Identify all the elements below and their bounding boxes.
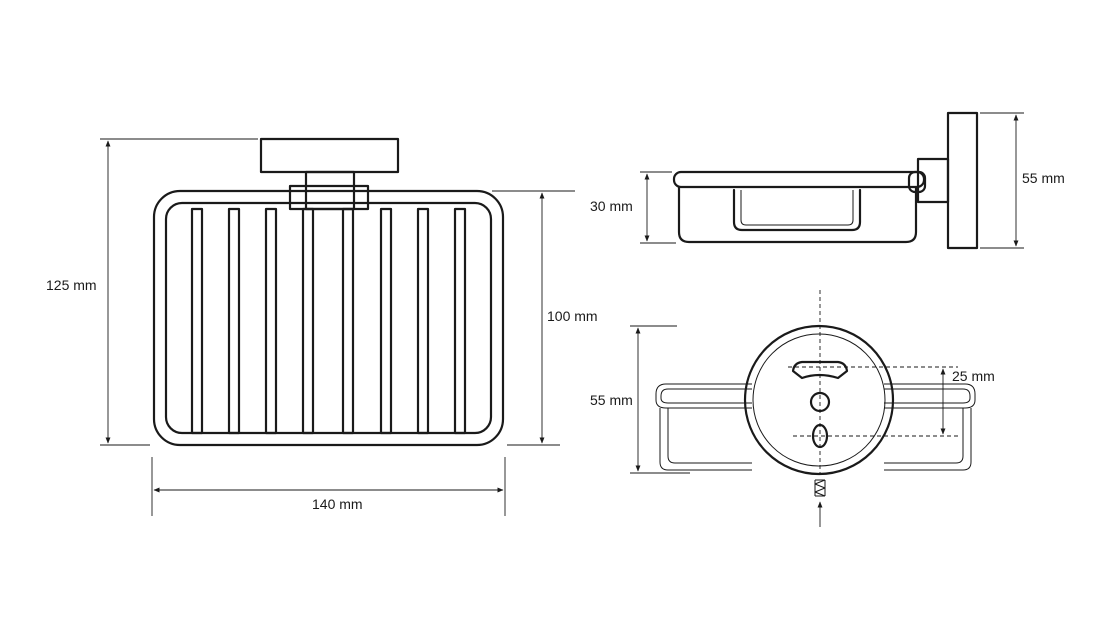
- basket-bar: [379, 207, 393, 435]
- dimension-label: 140 mm: [312, 496, 363, 512]
- dimension-label: 25 mm: [952, 368, 995, 384]
- dimension-label: 55 mm: [590, 392, 633, 408]
- top-basket-frame-right-inner: [884, 408, 964, 464]
- front-connector-outer: [288, 184, 370, 211]
- top-round-plate-outer: [743, 324, 895, 476]
- basket-bar: [190, 207, 204, 435]
- basket-bar: [416, 207, 430, 435]
- top-basket-rail-inner: [660, 388, 752, 404]
- dimension-side-mount-height: 55 mm: [980, 112, 1065, 249]
- dimension-hole-spacing: 25 mm: [940, 368, 995, 435]
- top-basket-rail: [655, 383, 752, 409]
- dimension-label: 125 mm: [46, 277, 97, 293]
- dimension-basket-height: 100 mm: [492, 190, 598, 446]
- top-basket-frame-right: [884, 408, 972, 471]
- basket-bar: [341, 207, 355, 435]
- side-connector: [916, 157, 950, 204]
- basket-bar: [264, 207, 278, 435]
- side-basket-inner: [732, 188, 862, 232]
- dimension-side-basket-height: 30 mm: [590, 171, 676, 244]
- dimension-label: 100 mm: [547, 308, 598, 324]
- side-basket-inner-2: [740, 190, 854, 226]
- front-basket-inner: [164, 201, 493, 435]
- top-basket-rail-right-inner: [884, 388, 971, 404]
- side-wall-plate: [946, 111, 979, 250]
- side-connector-collar: [907, 170, 927, 194]
- top-basket-frame-inner: [667, 408, 752, 464]
- basket-bar: [453, 207, 467, 435]
- top-basket-frame: [659, 408, 752, 471]
- basket-bar: [301, 207, 315, 435]
- top-round-plate-inner: [752, 333, 886, 467]
- dimension-top-depth: 55 mm: [590, 325, 690, 474]
- front-basket-bars: [190, 207, 467, 435]
- basket-bar: [227, 207, 241, 435]
- top-basket-rail-right: [884, 383, 976, 409]
- side-top-rail: [672, 170, 926, 189]
- top-key-slot: [791, 360, 849, 380]
- front-mount-block: [259, 137, 400, 174]
- side-basket-body: [677, 185, 918, 244]
- front-basket-outer: [152, 189, 505, 447]
- top-view: 25 mm 55 mm: [590, 290, 995, 527]
- dimension-label: 55 mm: [1022, 170, 1065, 186]
- front-view: 125 mm 100 mm 140 mm: [46, 137, 598, 516]
- dimension-label: 30 mm: [590, 198, 633, 214]
- top-screw: [814, 479, 826, 527]
- dimension-front-width: 140 mm: [151, 457, 506, 516]
- side-view: 30 mm 55 mm: [590, 111, 1065, 250]
- dimension-front-height: 125 mm: [46, 138, 258, 446]
